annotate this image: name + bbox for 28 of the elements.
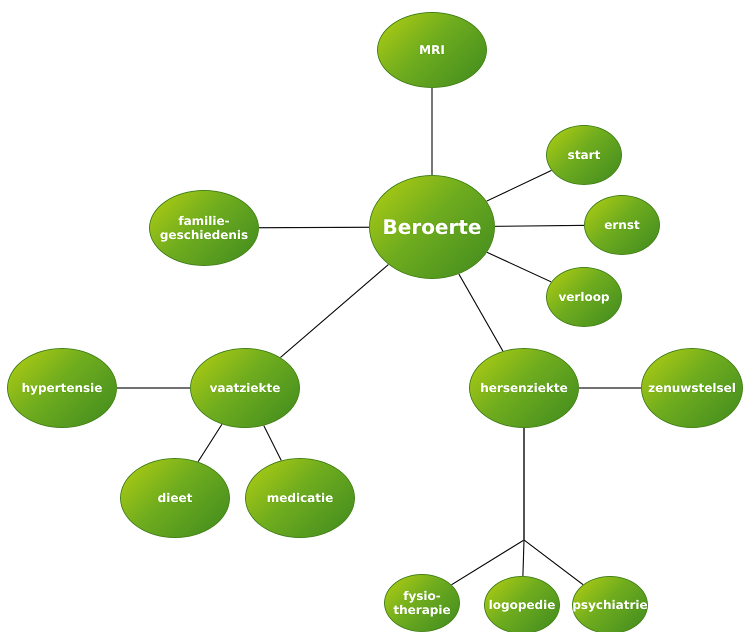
connector-line (431, 88, 433, 175)
connector-line (117, 387, 190, 389)
node-label: verloop (557, 290, 611, 304)
node-label: hersenziekte (479, 380, 569, 396)
connector-line (486, 170, 552, 202)
connector-line (458, 274, 504, 352)
node-label: medicatie (266, 490, 334, 506)
connector-line (198, 424, 222, 462)
connector-line (280, 264, 389, 358)
connector-line (494, 224, 584, 227)
connector-line (486, 252, 552, 282)
node-label: fysio- therapie (392, 588, 452, 618)
node-label: vaatziekte (208, 380, 282, 396)
node-label: dieet (156, 490, 194, 506)
node-label: logopedie (488, 598, 556, 612)
ellipse-node (572, 576, 648, 632)
node-label: psychiatrie (571, 598, 649, 612)
connector-line (523, 428, 584, 586)
node-label: MRI (418, 42, 446, 58)
node-label: ernst (603, 218, 641, 232)
node-label: start (566, 148, 602, 162)
node-label: familie- geschiedenis (158, 214, 250, 242)
connector-line (263, 425, 282, 461)
node-label: hypertensie (20, 380, 104, 396)
connector-line (579, 387, 641, 389)
node-label: zenuwstelsel (647, 380, 737, 396)
connector-line (259, 226, 369, 228)
node-label: Beroerte (382, 215, 482, 239)
